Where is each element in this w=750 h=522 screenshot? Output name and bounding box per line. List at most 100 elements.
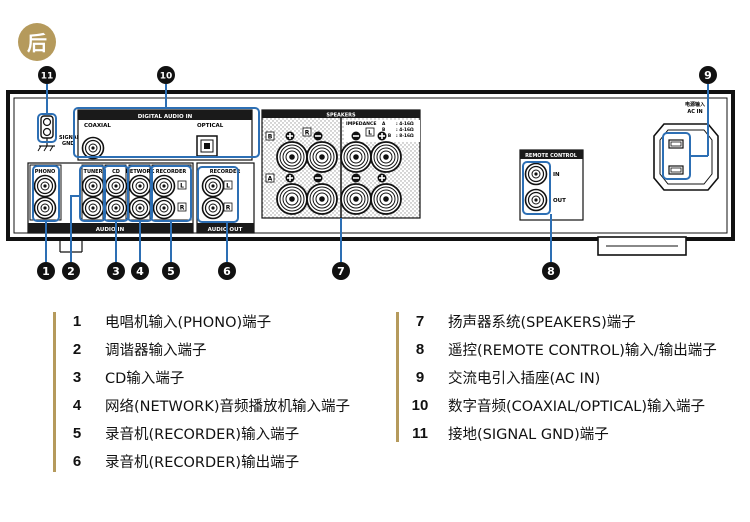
phono-jack-r[interactable] [33, 196, 57, 220]
legend-text: 录音机(RECORDER)输入端子 [105, 426, 300, 443]
tuner-jack-l[interactable] [81, 174, 105, 198]
legend-text: 扬声器系统(SPEAKERS)端子 [448, 314, 636, 331]
speaker-post-b-r-minus[interactable] [306, 141, 338, 173]
svg-text:10: 10 [160, 72, 173, 82]
callout-marker-8: 8 [542, 262, 560, 280]
svg-text:: 4-16Ω: : 4-16Ω [396, 121, 414, 127]
speaker-post-a-r-minus[interactable] [306, 183, 338, 215]
callout-marker-3: 3 [107, 262, 125, 280]
legend-text: 调谐器输入端子 [105, 342, 207, 359]
speaker-post-a-r-plus[interactable] [276, 183, 308, 215]
svg-text:IN: IN [553, 172, 560, 178]
svg-text:A: A [382, 121, 386, 127]
legend-text: CD输入端子 [105, 370, 185, 387]
remote-out-jack[interactable] [524, 188, 548, 212]
svg-text:A: A [268, 176, 273, 183]
svg-text:9: 9 [704, 69, 712, 82]
svg-text:R: R [305, 130, 310, 137]
svg-text:8: 8 [547, 265, 555, 278]
recorder-in-jack-l[interactable] [152, 174, 176, 198]
svg-text:RECORDER: RECORDER [156, 169, 187, 175]
svg-text:后: 后 [27, 31, 47, 55]
svg-text:6: 6 [223, 265, 231, 278]
legend-text: 网络(NETWORK)音频播放机输入端子 [105, 398, 351, 415]
svg-text:COAXIAL: COAXIAL [84, 123, 111, 129]
legend-number: 10 [411, 396, 429, 414]
callout-marker-1: 1 [37, 262, 55, 280]
svg-text:11: 11 [41, 72, 54, 82]
legend-text: 遥控(REMOTE CONTROL)输入/输出端子 [448, 342, 717, 359]
legend-text: 交流电引入插座(AC IN) [448, 370, 601, 387]
svg-text:7: 7 [337, 265, 345, 278]
speaker-post-a-l-plus[interactable] [370, 183, 402, 215]
digital-audio-in-section: DIGITAL AUDIO IN COAXIAL OPTICAL [77, 109, 253, 161]
legend-number: 4 [72, 396, 82, 414]
phono-jack-l[interactable] [33, 174, 57, 198]
callout-marker-2: 2 [62, 262, 80, 280]
ac-in-socket[interactable]: 电源输入 AC IN [653, 101, 719, 191]
svg-text:L: L [368, 130, 372, 137]
cd-jack-l[interactable] [104, 174, 128, 198]
legend-text: 接地(SIGNAL GND)端子 [448, 426, 609, 443]
svg-text:L: L [226, 183, 230, 190]
callout-marker-11: 11 [38, 66, 56, 84]
svg-text:R: R [180, 205, 185, 212]
svg-text:4: 4 [136, 265, 144, 278]
recorder-out-jack-r[interactable] [201, 196, 225, 220]
svg-text:SPEAKERS: SPEAKERS [326, 113, 356, 119]
chassis [6, 90, 735, 256]
legend-number: 9 [415, 368, 425, 386]
ac-in-label-cn: 电源输入 [685, 101, 705, 108]
speaker-post-b-l-minus[interactable] [340, 141, 372, 173]
speakers-section: SPEAKERS IMPEDANCE A : 4-16Ω B : 4-16Ω A… [261, 109, 421, 219]
legend-number: 6 [72, 452, 82, 470]
legend-number: 2 [72, 340, 82, 358]
cd-jack-r[interactable] [104, 196, 128, 220]
coaxial-jack[interactable] [81, 136, 105, 160]
svg-text:PHONO: PHONO [35, 169, 56, 175]
svg-text:B: B [382, 127, 385, 133]
callout-leaders [45, 84, 709, 262]
remote-in-jack[interactable] [524, 162, 548, 186]
callout-marker-9: 9 [699, 66, 717, 84]
rear-badge: 后 [18, 23, 56, 61]
svg-text:CD: CD [112, 169, 120, 175]
svg-text:IMPEDANCE: IMPEDANCE [346, 121, 377, 127]
tuner-jack-r[interactable] [81, 196, 105, 220]
svg-text:AUDIO OUT: AUDIO OUT [208, 227, 243, 233]
legend-number: 1 [72, 312, 82, 330]
svg-text:OPTICAL: OPTICAL [197, 123, 224, 129]
legend-text: 录音机(RECORDER)输出端子 [105, 454, 300, 471]
audio-in-section: AUDIO IN PHONO TUNER CD NETWORK RECORDER… [27, 162, 194, 234]
legend-number: 5 [72, 424, 82, 442]
svg-text:R: R [226, 205, 231, 212]
optical-jack[interactable] [196, 135, 218, 157]
legend-number: 3 [72, 368, 82, 386]
network-jack-l[interactable] [128, 174, 152, 198]
recorder-in-jack-r[interactable] [152, 196, 176, 220]
svg-text:3: 3 [112, 265, 120, 278]
recorder-out-jack-l[interactable] [201, 174, 225, 198]
callout-marker-6: 6 [218, 262, 236, 280]
svg-text:B: B [268, 134, 273, 141]
legend-left: 1 电唱机输入(PHONO)端子 2 调谐器输入端子 3 CD输入端子 4 网络… [53, 312, 350, 472]
remote-control-section: REMOTE CONTROL IN OUT [519, 149, 584, 221]
callout-marker-4: 4 [131, 262, 149, 280]
speaker-post-b-l-plus[interactable] [370, 141, 402, 173]
ac-in-label-en: AC IN [687, 109, 702, 115]
legend-text: 电唱机输入(PHONO)端子 [105, 314, 272, 331]
callout-marker-10: 10 [157, 66, 175, 84]
svg-text:: 4-16Ω: : 4-16Ω [396, 127, 414, 133]
callout-marker-7: 7 [332, 262, 350, 280]
callout-marker-5: 5 [162, 262, 180, 280]
legend-number: 8 [415, 340, 425, 358]
legend-right: 7 扬声器系统(SPEAKERS)端子 8 遥控(REMOTE CONTROL)… [396, 312, 717, 443]
speaker-post-a-l-minus[interactable] [340, 183, 372, 215]
svg-text:: 8-16Ω: : 8-16Ω [396, 133, 414, 139]
network-jack-r[interactable] [128, 196, 152, 220]
svg-text:5: 5 [167, 265, 175, 278]
svg-text:DIGITAL AUDIO IN: DIGITAL AUDIO IN [138, 114, 193, 120]
speaker-post-b-r-plus[interactable] [276, 141, 308, 173]
